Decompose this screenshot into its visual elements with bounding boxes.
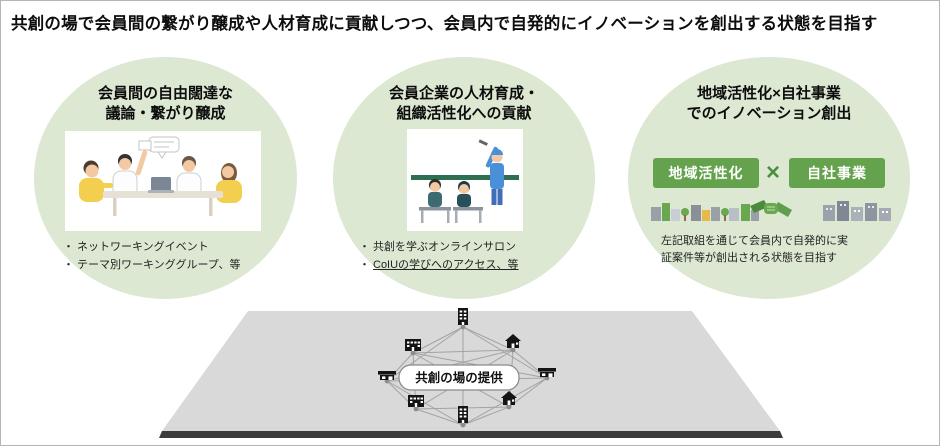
regional-revitalization-box: 地域活性化 xyxy=(653,158,759,188)
laptop-icon xyxy=(148,177,174,193)
platform-svg: 共創の場の提供 xyxy=(159,308,783,438)
coiu-link-text[interactable]: CoIUの学びへのアクセス、等 xyxy=(373,258,519,271)
circle3-title: 地域活性化×自社事業 でのイノベーション創出 xyxy=(628,84,910,125)
circle2-title-line1: 会員企業の人材育成・ xyxy=(388,85,539,102)
network-node-dots xyxy=(384,324,550,428)
classroom-illustration-svg xyxy=(407,129,523,231)
circle1-title-line1: 会員間の自由闊達な xyxy=(97,85,233,102)
circle3-description: 左記取組を通じて会員内で自発的に実 証案件等が創出される状態を目指す xyxy=(661,233,881,266)
shop-icon xyxy=(378,371,396,380)
circle3-description-line1: 左記取組を通じて会員内で自発的に実 xyxy=(661,235,848,247)
building-icon xyxy=(405,339,421,351)
shop-icon xyxy=(538,368,556,377)
bullet-item: ・ネットワーキングイベント xyxy=(63,239,283,257)
multiply-sign: × xyxy=(765,159,780,186)
table-icon xyxy=(103,191,223,216)
own-business-box: 自社事業 xyxy=(789,158,885,188)
platform-diagram: 共創の場の提供 xyxy=(96,299,846,445)
student-figure-1 xyxy=(428,179,442,207)
circle2-title: 会員企業の人材育成・ 組織活性化への貢献 xyxy=(333,84,595,125)
circle1-title-line2: 議論・繋がり醸成 xyxy=(105,105,226,123)
person-raising-hand xyxy=(112,140,152,198)
platform-label: 共創の場の提供 xyxy=(398,364,520,391)
city-buildings-icon xyxy=(821,199,893,221)
page-title: 共創の場で会員間の繋がり醸成や人材育成に貢献しつつ、会員内で自発的にイノベーショ… xyxy=(11,15,878,33)
bullet-text: ネットワーキングイベント xyxy=(77,241,209,253)
desk-icon xyxy=(419,207,483,223)
platform-label-text: 共創の場の提供 xyxy=(415,370,503,385)
bullet-text: テーマ別ワーキンググループ、等 xyxy=(77,258,241,271)
circle3-title-line1: 地域活性化×自社事業 xyxy=(697,85,841,102)
circle3-description-line2: 証案件等が創出される状態を目指す xyxy=(661,251,837,264)
circle3-title-line2: でのイノベーション創出 xyxy=(686,105,852,123)
person-left xyxy=(79,160,113,202)
building-icon xyxy=(458,406,468,423)
teacher-figure xyxy=(478,139,504,205)
bullet-item: ・共創を学ぶオンラインサロン xyxy=(359,239,579,257)
circle2-bullets: ・共創を学ぶオンラインサロン ・CoIUの学びへのアクセス、等 xyxy=(359,239,579,274)
town-skyline-icon xyxy=(649,199,761,221)
bullet-dot: ・ xyxy=(63,258,74,271)
bullet-dot: ・ xyxy=(359,241,370,253)
building-icon xyxy=(408,395,424,407)
circle2-title-line2: 組織活性化への貢献 xyxy=(396,105,532,123)
circle1-bullets: ・ネットワーキングイベント ・テーマ別ワーキンググループ、等 xyxy=(63,239,283,274)
student-figure-2 xyxy=(457,181,471,207)
bullet-item: ・テーマ別ワーキンググループ、等 xyxy=(63,257,283,275)
meeting-illustration-svg xyxy=(65,131,261,231)
circle1-title: 会員間の自由闊達な 議論・繋がり醸成 xyxy=(34,84,297,125)
board-rail xyxy=(411,175,519,180)
bullet-item: ・CoIUの学びへのアクセス、等 xyxy=(359,257,579,275)
meeting-illustration xyxy=(65,131,261,231)
bullet-dot: ・ xyxy=(359,258,370,271)
bullet-dot: ・ xyxy=(63,241,74,253)
building-icon xyxy=(458,308,468,325)
handshake-icon xyxy=(749,193,793,225)
classroom-illustration xyxy=(407,129,523,231)
platform-front-edge xyxy=(159,431,783,438)
bullet-text: 共創を学ぶオンラインサロン xyxy=(373,241,516,253)
